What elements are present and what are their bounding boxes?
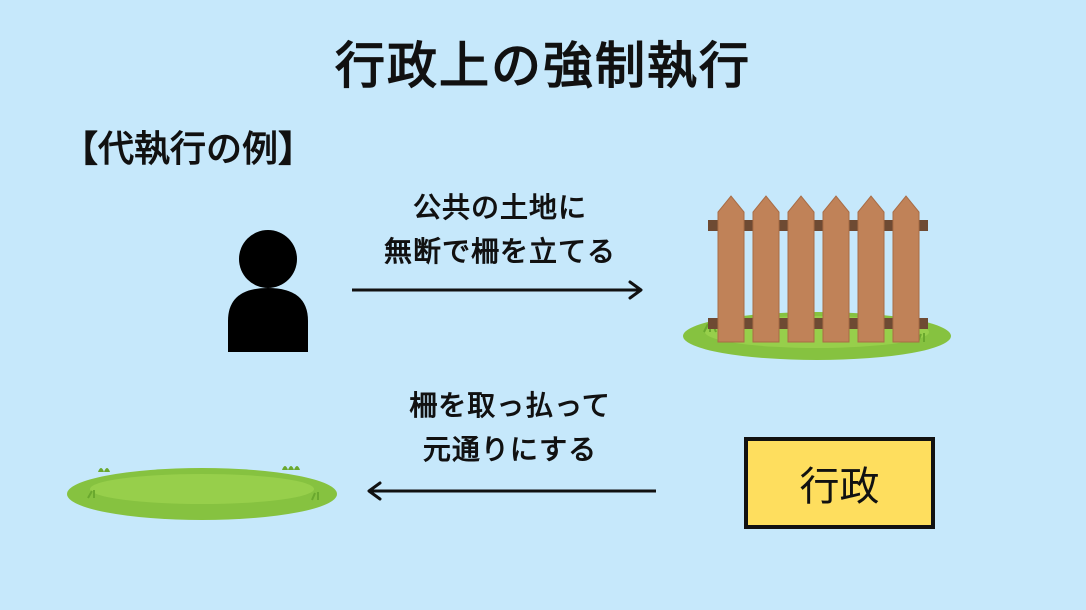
caption-line: 元通りにする [422,433,598,466]
government-label: 行政 [799,464,880,510]
arrow-right-icon [352,280,643,300]
illegal-fence-caption: 公共の土地に 無断で柵を立てる [350,186,650,274]
restore-caption: 柵を取っ払って 元通りにする [360,384,660,472]
arrow-left-icon [367,481,656,501]
grass-patch-icon [67,466,337,520]
caption-line: 公共の土地に [412,191,587,224]
fence-icon [683,195,951,360]
caption-line: 無断で柵を立てる [383,235,616,268]
example-heading: 【代執行の例】 [62,129,315,170]
caption-line: 柵を取っ払って [409,389,611,422]
government-box: 行政 [744,437,935,529]
page-title: 行政上の強制執行 [335,37,751,95]
person-icon [228,230,308,352]
